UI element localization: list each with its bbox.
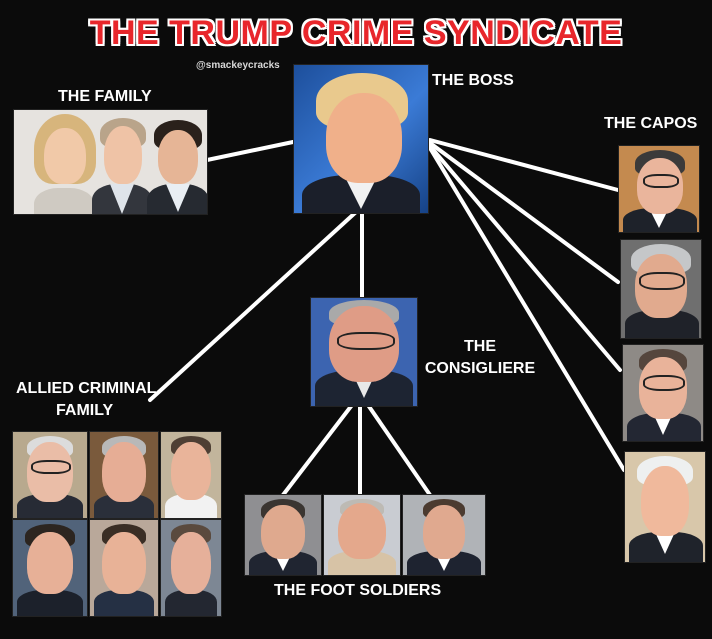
allied-photo-6 (160, 519, 222, 617)
connector-boss-capo-1 (428, 138, 620, 192)
capo-photo-4 (624, 451, 706, 563)
connector-consigliere-soldier-1 (281, 403, 354, 497)
connector-boss-capo-2 (428, 141, 620, 284)
allied-photo-4 (12, 519, 88, 617)
connector-consigliere-soldier-3 (366, 403, 432, 497)
allied-line-1: ALLIED CRIMINAL (16, 380, 157, 397)
allied-photo-5 (89, 519, 159, 617)
label-the-boss: THE BOSS (432, 72, 514, 89)
label-the-capos: THE CAPOS (604, 115, 698, 132)
capo-photo-1 (618, 145, 700, 233)
label-allied-criminal-family: ALLIED CRIMINAL FAMILY (16, 378, 156, 422)
connector-boss-family (205, 140, 295, 162)
label-the-foot-soldiers: THE FOOT SOLDIERS (274, 582, 442, 599)
page-title: THE TRUMP CRIME SYNDICATE (89, 14, 623, 52)
connector-boss-allied (148, 210, 358, 402)
capo-photo-3 (622, 344, 704, 442)
foot-soldier-photo-1 (244, 494, 322, 576)
credit-handle: @smackeycracks (196, 60, 280, 71)
label-the-family: THE FAMILY (58, 88, 152, 105)
allied-photo-3 (160, 431, 222, 519)
connector-boss-capo-3 (428, 144, 622, 372)
consigliere-photo (310, 297, 418, 407)
consigliere-line-1: THE (464, 338, 496, 355)
consigliere-line-2: CONSIGLIERE (424, 360, 536, 377)
allied-photo-2 (89, 431, 159, 519)
connector-boss-capo-4 (428, 146, 626, 472)
allied-line-2: FAMILY (56, 402, 114, 419)
label-the-consigliere: THE CONSIGLIERE (418, 336, 542, 380)
foot-soldier-photo-2 (323, 494, 401, 576)
family-photo (13, 109, 208, 215)
allied-photo-1 (12, 431, 88, 519)
foot-soldier-photo-3 (402, 494, 486, 576)
boss-photo (293, 64, 429, 214)
capo-photo-2 (620, 239, 702, 339)
